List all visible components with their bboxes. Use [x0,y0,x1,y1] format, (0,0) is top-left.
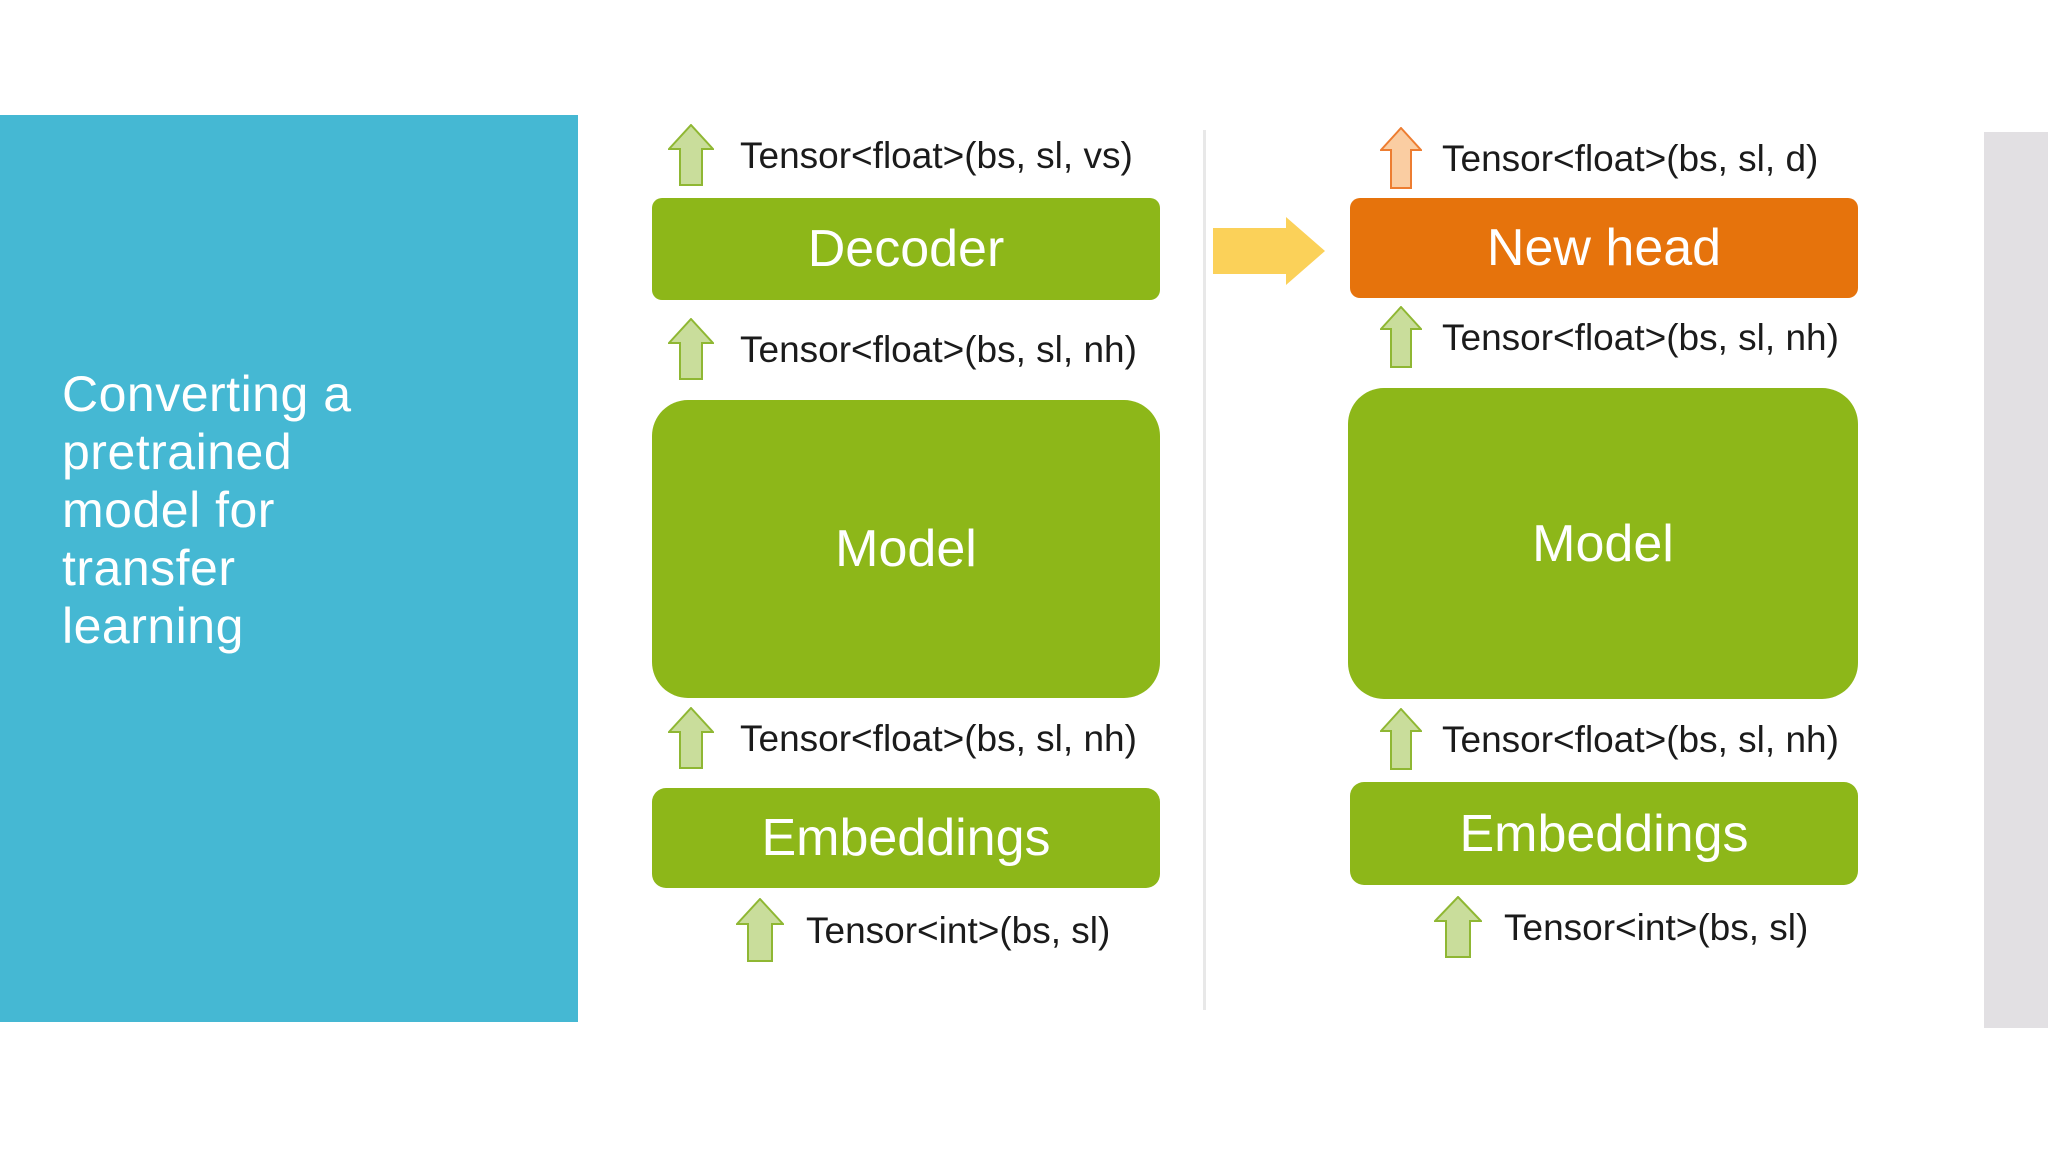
left-tensor-row-1: Tensor<float>(bs, sl, nh) [668,318,1137,380]
up-arrow-icon [1434,896,1482,958]
left-tensor-row-2: Tensor<float>(bs, sl, nh) [668,707,1137,769]
new-head-label: New head [1486,219,1722,277]
model-box-left: Model [652,400,1160,698]
up-arrow-icon [1380,127,1422,189]
tensor-label: Tensor<float>(bs, sl, nh) [740,328,1137,370]
up-arrow-icon [736,898,784,962]
tensor-label: Tensor<float>(bs, sl, nh) [1442,718,1839,760]
diagram-edge-divider [1203,130,1206,1010]
embeddings-label: Embeddings [761,809,1051,867]
up-arrow-icon [1380,708,1422,770]
tensor-label: Tensor<float>(bs, sl, d) [1442,137,1819,179]
up-arrow-icon [668,707,714,769]
model-label: Model [835,520,977,578]
right-output-row: Tensor<float>(bs, sl, d) [1380,127,1818,189]
tensor-label: Tensor<float>(bs, sl, nh) [1442,316,1839,358]
right-input-row: Tensor<int>(bs, sl) [1434,896,1808,958]
title-panel: Converting a pretrained model for transf… [0,115,578,1022]
left-input-row: Tensor<int>(bs, sl) [736,898,1110,962]
up-arrow-icon [668,124,714,186]
decoder-box: Decoder [652,198,1160,300]
up-arrow-icon [668,318,714,380]
new-head-box: New head [1350,198,1858,298]
right-tensor-row-2: Tensor<float>(bs, sl, nh) [1380,708,1839,770]
tensor-label: Tensor<int>(bs, sl) [1504,906,1809,948]
model-box-right: Model [1348,388,1858,699]
right-gray-strip [1984,132,2048,1028]
tensor-label: Tensor<float>(bs, sl, vs) [740,134,1133,176]
embeddings-label: Embeddings [1459,804,1749,863]
decoder-label: Decoder [807,220,1005,278]
right-tensor-row-1: Tensor<float>(bs, sl, nh) [1380,306,1839,368]
tensor-label: Tensor<float>(bs, sl, nh) [740,717,1137,759]
page-title: Converting a pretrained model for transf… [62,366,352,654]
right-arrow-icon [1213,217,1325,285]
embeddings-box-left: Embeddings [652,788,1160,888]
model-label: Model [1532,514,1674,573]
tensor-label: Tensor<int>(bs, sl) [806,909,1111,951]
left-output-row: Tensor<float>(bs, sl, vs) [668,124,1133,186]
up-arrow-icon [1380,306,1422,368]
embeddings-box-right: Embeddings [1350,782,1858,885]
